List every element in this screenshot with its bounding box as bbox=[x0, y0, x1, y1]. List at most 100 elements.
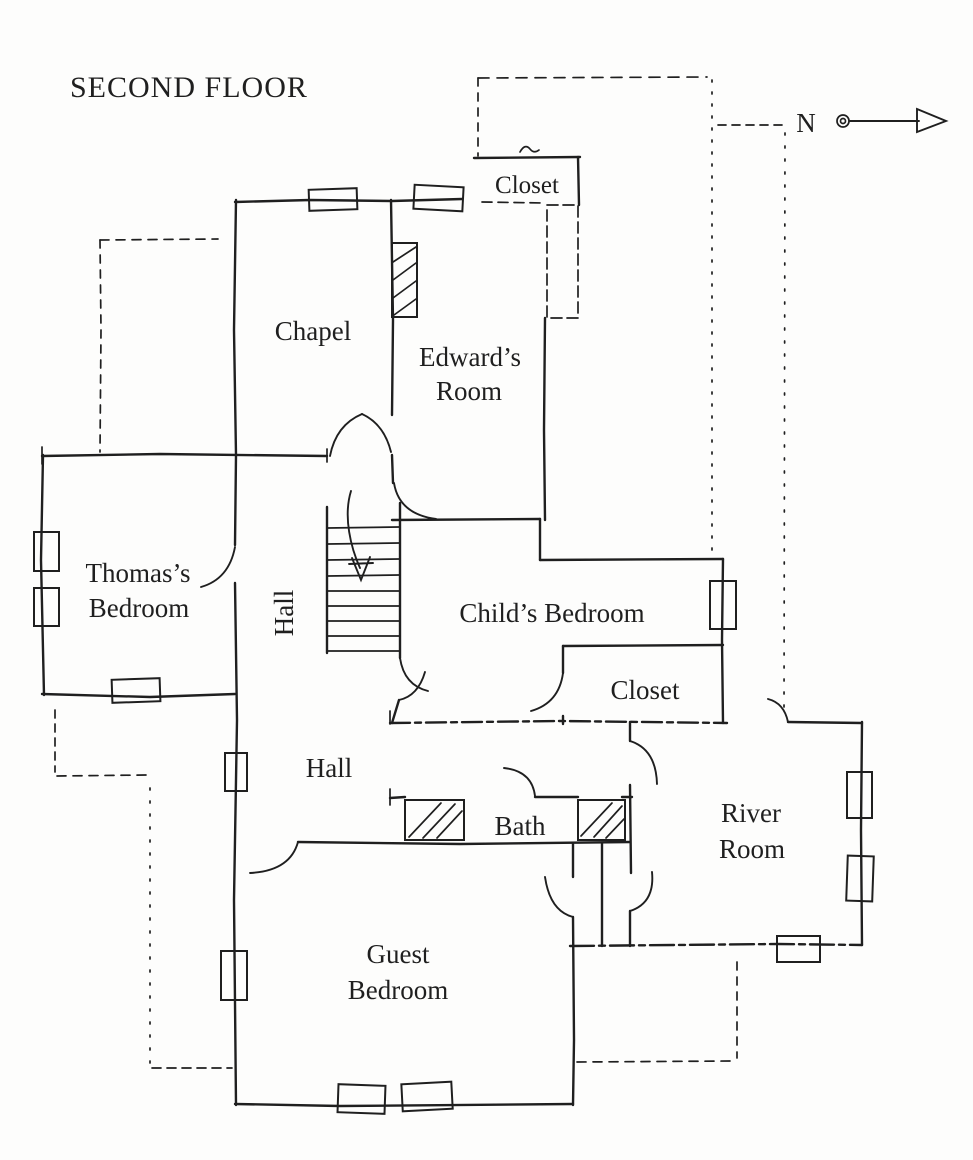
page-title: SECOND FLOOR bbox=[70, 71, 308, 104]
room-label-bath: Bath bbox=[495, 811, 546, 841]
room-label-childs: Child’s Bedroom bbox=[459, 598, 644, 628]
dashed-topright-horizontal bbox=[477, 76, 708, 79]
wall-chapel-edward-divide bbox=[389, 198, 395, 417]
dashed-topleft-horizontal bbox=[99, 238, 219, 241]
window-symbol bbox=[846, 771, 873, 819]
dashed-topleft-vertical bbox=[99, 239, 102, 453]
room-label-closet-top: Closet bbox=[495, 172, 559, 199]
room-label-edwards-2: Room bbox=[436, 376, 502, 406]
window-symbol bbox=[110, 677, 162, 704]
door-arc-chapel-right bbox=[361, 413, 392, 453]
wall-top-north bbox=[233, 197, 464, 204]
door-arc-river-top bbox=[767, 698, 789, 723]
room-label-hall-lower: Hall bbox=[306, 753, 353, 783]
door-arc-hall-lower-2 bbox=[398, 671, 426, 701]
door-arc-guest-east bbox=[544, 876, 574, 918]
compass: N bbox=[796, 107, 949, 138]
chimney-hatch bbox=[408, 802, 463, 839]
window-symbol bbox=[400, 1080, 454, 1113]
room-label-guest-2: Bedroom bbox=[348, 975, 449, 1005]
wall-closet-mid-top bbox=[561, 643, 725, 648]
chimney bbox=[404, 799, 465, 841]
dotted-vertical-outer bbox=[783, 132, 786, 713]
room-label-thomas-1: Thomas’s bbox=[86, 558, 191, 588]
door-arc-hall-lower bbox=[399, 657, 429, 692]
room-label-thomas-2: Bedroom bbox=[89, 593, 190, 623]
door-arc-guest-north bbox=[249, 841, 299, 874]
window-symbol bbox=[307, 187, 359, 212]
chimneys bbox=[391, 242, 626, 841]
wall-west-lower bbox=[232, 581, 239, 1107]
windows bbox=[33, 183, 875, 1115]
room-label-chapel: Chapel bbox=[275, 316, 351, 346]
stairs-down-arrow bbox=[346, 490, 361, 569]
dashed-outlines bbox=[54, 76, 786, 1069]
door-arc-river-lower bbox=[629, 871, 654, 912]
chimney-outline bbox=[404, 799, 465, 841]
window-symbol bbox=[33, 531, 60, 572]
wall-thomas-top bbox=[40, 452, 329, 458]
staircase bbox=[325, 490, 402, 725]
wall-childs-east bbox=[720, 557, 725, 725]
dashed-porch-se-horizontal bbox=[576, 1060, 735, 1063]
wall-river-east bbox=[859, 720, 864, 947]
window-symbol bbox=[709, 580, 737, 630]
stairs-treads bbox=[326, 526, 401, 652]
compass-tail-dot-icon bbox=[839, 117, 847, 125]
walls bbox=[39, 155, 864, 1108]
wall-childs-top-left bbox=[390, 517, 542, 522]
compass-tail-icon bbox=[836, 114, 850, 128]
room-label-river-2: Room bbox=[719, 834, 785, 864]
room-label-hall-upper: Hall bbox=[269, 590, 299, 637]
wall-thomas-bottom bbox=[40, 692, 237, 699]
window-symbol bbox=[845, 854, 875, 903]
wall-childs-top-right bbox=[538, 557, 725, 562]
window-symbol bbox=[220, 950, 248, 1001]
wall-guest-east bbox=[571, 841, 576, 1107]
wall-mid-horizontal bbox=[388, 719, 729, 725]
room-label-edwards-1: Edward’s bbox=[419, 342, 521, 372]
closet-squiggle-mark bbox=[519, 145, 540, 153]
door-arc-river-upper bbox=[629, 740, 658, 785]
room-label-closet-mid: Closet bbox=[610, 675, 680, 705]
door-arc-closet-mid bbox=[530, 672, 564, 712]
wall-closet-top bbox=[472, 155, 582, 160]
wall-bath-top bbox=[388, 795, 634, 800]
room-label-river-1: River bbox=[721, 798, 781, 828]
stairs-wall-below bbox=[390, 698, 401, 725]
room-label-guest-1: Guest bbox=[367, 939, 430, 969]
doors bbox=[200, 413, 789, 918]
chimney-hatch bbox=[580, 802, 625, 839]
chimney bbox=[391, 242, 418, 318]
wall-divide-lower bbox=[390, 453, 395, 485]
wall-thomas-west bbox=[39, 453, 46, 697]
door-arc-edwards bbox=[393, 482, 437, 520]
chimney bbox=[577, 799, 626, 841]
wall-mid-horizontal-east bbox=[786, 720, 864, 725]
wall-river-west bbox=[628, 720, 633, 948]
door-arc-bath bbox=[503, 767, 536, 797]
chimney-outline bbox=[391, 242, 418, 318]
window-symbol bbox=[224, 752, 248, 792]
door-arc-thomas bbox=[200, 546, 236, 588]
dashed-shaft-rect bbox=[546, 204, 579, 319]
window-symbol bbox=[776, 935, 821, 963]
chimney-outline bbox=[577, 799, 626, 841]
wall-guest-bottom bbox=[233, 1102, 575, 1108]
window-symbol bbox=[33, 587, 60, 627]
wall-west-upper bbox=[232, 198, 238, 547]
dashed-closet-bottom bbox=[481, 201, 546, 204]
wall-closet-east bbox=[576, 155, 581, 207]
window-symbol bbox=[336, 1083, 387, 1115]
compass-north-label: N bbox=[796, 108, 816, 138]
wall-edward-east bbox=[542, 316, 547, 522]
stairs-arrowhead bbox=[348, 556, 374, 583]
dashed-porch-west-horizontal bbox=[56, 774, 147, 777]
window-symbol bbox=[412, 183, 465, 213]
chimney-hatch bbox=[392, 246, 417, 316]
wall-river-bottom bbox=[568, 942, 864, 948]
wall-south-hall-bath bbox=[296, 840, 632, 846]
compass-arrowhead-icon bbox=[916, 107, 949, 134]
